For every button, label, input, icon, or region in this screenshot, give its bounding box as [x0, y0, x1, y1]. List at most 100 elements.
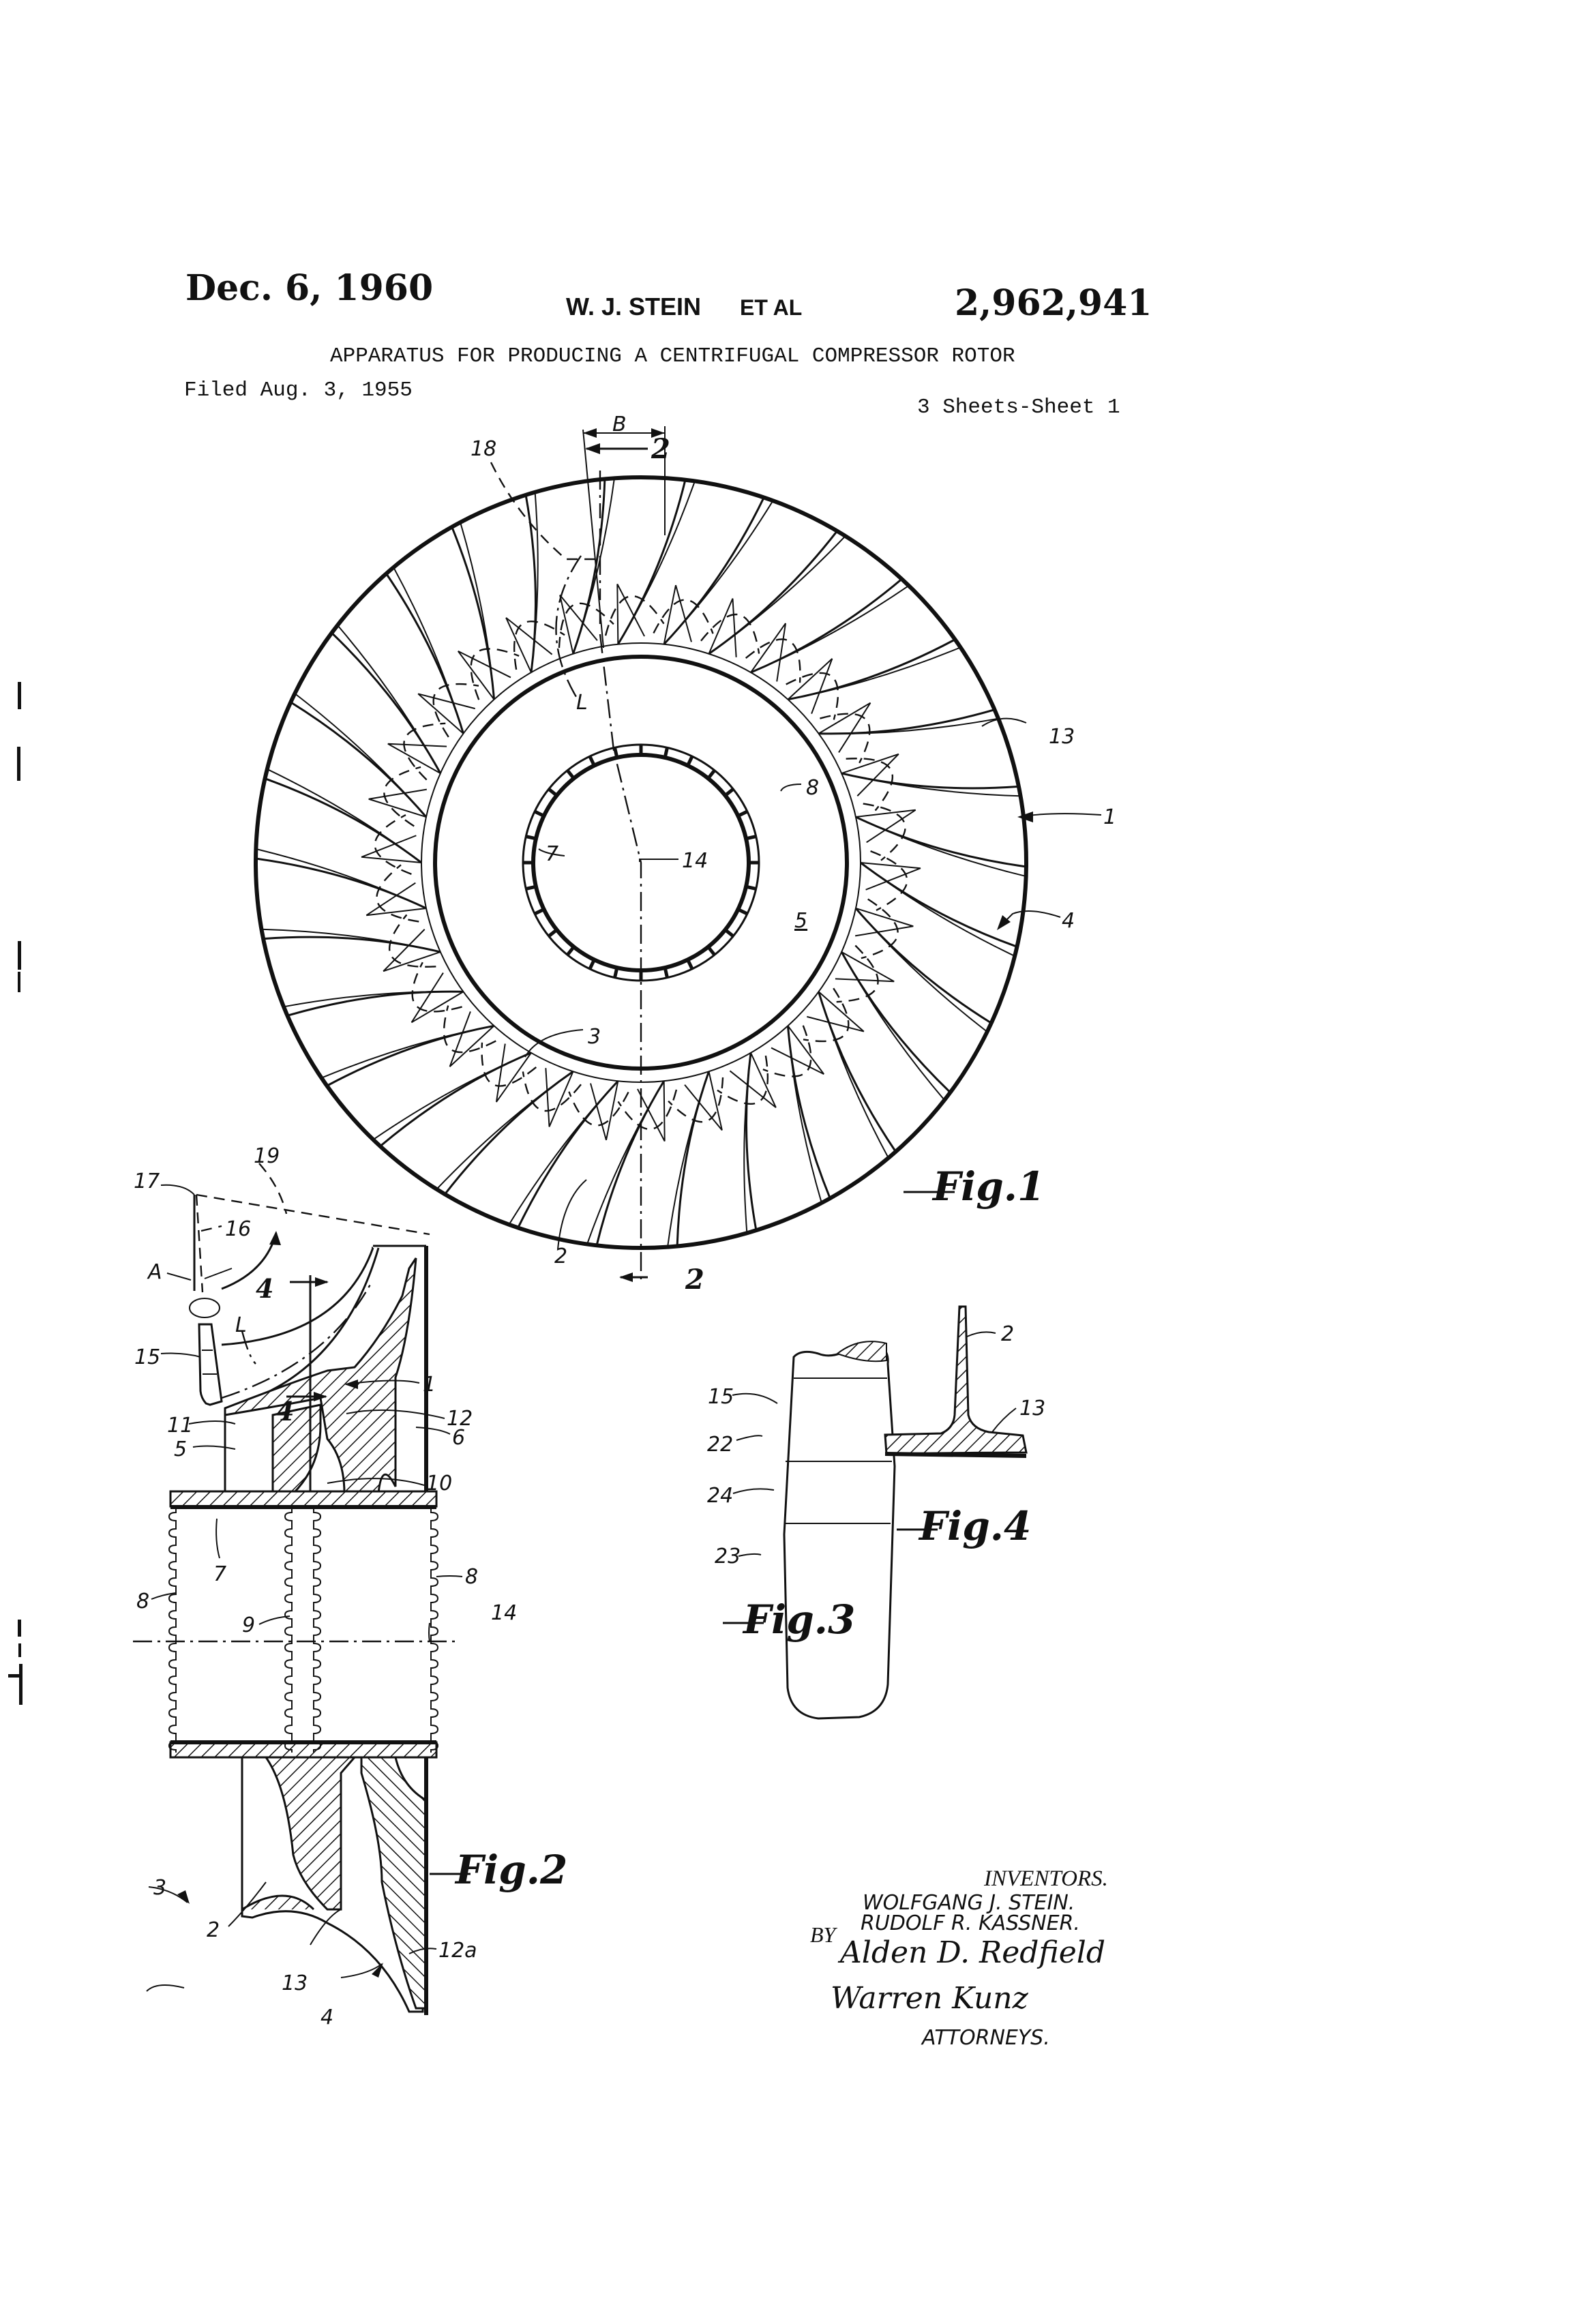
- flange-bottom: [169, 1741, 438, 1759]
- blade-contour-upper: [221, 1247, 374, 1346]
- leader-14: [639, 859, 678, 862]
- leader-17: [160, 1184, 195, 1195]
- fig-2-caption: Fig.2: [430, 1847, 567, 1893]
- section-2-bottom: 2: [685, 1264, 704, 1296]
- ref-L: L: [576, 691, 588, 715]
- lower-web-left: [264, 1756, 357, 1911]
- arc-L: [555, 555, 582, 703]
- arrow-head: [585, 443, 600, 454]
- patent-date: Dec. 6, 1960: [185, 267, 433, 309]
- ref-4: 4: [1062, 909, 1075, 933]
- rotor-vanes: [255, 478, 1027, 1247]
- ref-4: 4: [320, 2006, 333, 2029]
- ref-15: 15: [134, 1345, 160, 1369]
- ref-11: 11: [167, 1414, 193, 1437]
- ref-3: 3: [588, 1025, 601, 1049]
- leader-2: [557, 1179, 587, 1250]
- dashed-line-19: [196, 1193, 430, 1236]
- leader-3: [524, 1029, 584, 1058]
- sheet-count: 3 Sheets-Sheet 1: [917, 396, 1120, 419]
- figure-2-section: 19 17 16 A 4 L 15 4 1 12 11 6 5 10 7 8 8…: [133, 1144, 567, 2029]
- inventor-1: WOLFGANG J. STEIN.: [863, 1891, 1075, 1915]
- leader-8: [780, 784, 802, 792]
- ref-22: 22: [707, 1433, 733, 1457]
- filed-date: Filed Aug. 3, 1955: [184, 378, 413, 402]
- leader-7: [538, 848, 565, 856]
- patent-header: Dec. 6, 1960 W. J. STEIN ET AL 2,962,941…: [184, 267, 1152, 419]
- leader-4: [998, 910, 1061, 928]
- fig-3-caption: Fig.3: [723, 1596, 855, 1643]
- inventor-short-name: W. J. STEIN: [566, 293, 701, 321]
- arrow-head: [1017, 811, 1033, 822]
- leader-13: [310, 1909, 342, 1946]
- leader-12: [346, 1409, 445, 1419]
- lower-web-right: [360, 1756, 428, 2010]
- ref-B: B: [612, 413, 627, 436]
- ref-7: 7: [546, 842, 558, 866]
- svg-text:Fig.3: Fig.3: [742, 1596, 855, 1643]
- tool-blank-section: [835, 1341, 887, 1362]
- arrow-head: [651, 428, 665, 438]
- tool-blank-outline: [783, 1341, 896, 1720]
- spline-columns: [168, 1507, 439, 1753]
- ref-18: 18: [471, 437, 496, 461]
- ref-10: 10: [426, 1472, 452, 1495]
- figure-4-blade-section: 2 13 Fig.4: [884, 1305, 1045, 1549]
- ref-7: 7: [213, 1562, 226, 1586]
- blade-and-shroud-section: [884, 1305, 1028, 1455]
- ref-1: 1: [1103, 805, 1116, 829]
- leader-15: [160, 1352, 201, 1358]
- et-al: ET AL: [740, 295, 802, 320]
- arc-L: [241, 1330, 256, 1365]
- rotation-indicator: [189, 1298, 220, 1318]
- leader-16: [200, 1225, 222, 1232]
- arrow-head: [619, 1272, 633, 1282]
- ref-5: 5: [174, 1437, 187, 1461]
- ref-16: 16: [225, 1217, 251, 1241]
- ref-14: 14: [491, 1601, 517, 1625]
- leader-8-left: [151, 1592, 177, 1600]
- leader-5: [192, 1445, 236, 1450]
- leader-2: [966, 1331, 996, 1337]
- arrow-head: [997, 915, 1011, 930]
- ref-5: 5: [794, 909, 807, 933]
- fig-4-caption: Fig.4: [897, 1503, 1031, 1549]
- ref-8: 8: [806, 776, 819, 800]
- lower-impeller-outline: [241, 1756, 428, 2013]
- ref-15: 15: [708, 1385, 734, 1409]
- figure-3-tool-blank: 15 22 24 23 Fig.3: [707, 1341, 896, 1720]
- ref-12: 12: [447, 1407, 473, 1431]
- ref-14: 14: [682, 849, 708, 873]
- attorney-signature-1: Alden D. Redfield: [837, 1935, 1105, 1970]
- arrow-head: [269, 1231, 281, 1245]
- leader-4: [340, 1963, 383, 1978]
- leader-6: [415, 1427, 451, 1435]
- leader-15: [732, 1392, 778, 1404]
- ref-12a: 12a: [438, 1939, 477, 1963]
- ref-24: 24: [707, 1484, 733, 1508]
- signature-block: INVENTORS. WOLFGANG J. STEIN. RUDOLF R. …: [810, 1866, 1108, 2050]
- leader-23: [738, 1553, 762, 1557]
- svg-text:Fig.2: Fig.2: [454, 1847, 567, 1893]
- rotor-outer-rim: [254, 475, 1028, 1250]
- attorneys-heading: ATTORNEYS.: [921, 2026, 1050, 2050]
- angle-A-arrow-right: [204, 1268, 233, 1279]
- leader-12a: [408, 1948, 437, 1954]
- ref-L: L: [235, 1313, 247, 1337]
- flange-top: [169, 1490, 438, 1508]
- leader-14: [428, 1622, 430, 1642]
- leader-13: [991, 1407, 1017, 1433]
- ref-6: 6: [452, 1426, 465, 1450]
- inventors-heading: INVENTORS.: [983, 1866, 1108, 1891]
- leader-18: [490, 462, 600, 561]
- axis-line-16: [195, 1194, 204, 1293]
- ref-8-left: 8: [136, 1590, 149, 1613]
- ref-2: 2: [1001, 1322, 1014, 1346]
- leader-3: [148, 1886, 188, 1903]
- leader-10: [327, 1478, 425, 1486]
- section-4-mid: 4: [276, 1396, 294, 1427]
- blade-centerline: [221, 1281, 373, 1399]
- ref-A: A: [147, 1260, 162, 1284]
- hub-web-section: [224, 1257, 417, 1495]
- angle-A-arrow-left: [166, 1272, 192, 1281]
